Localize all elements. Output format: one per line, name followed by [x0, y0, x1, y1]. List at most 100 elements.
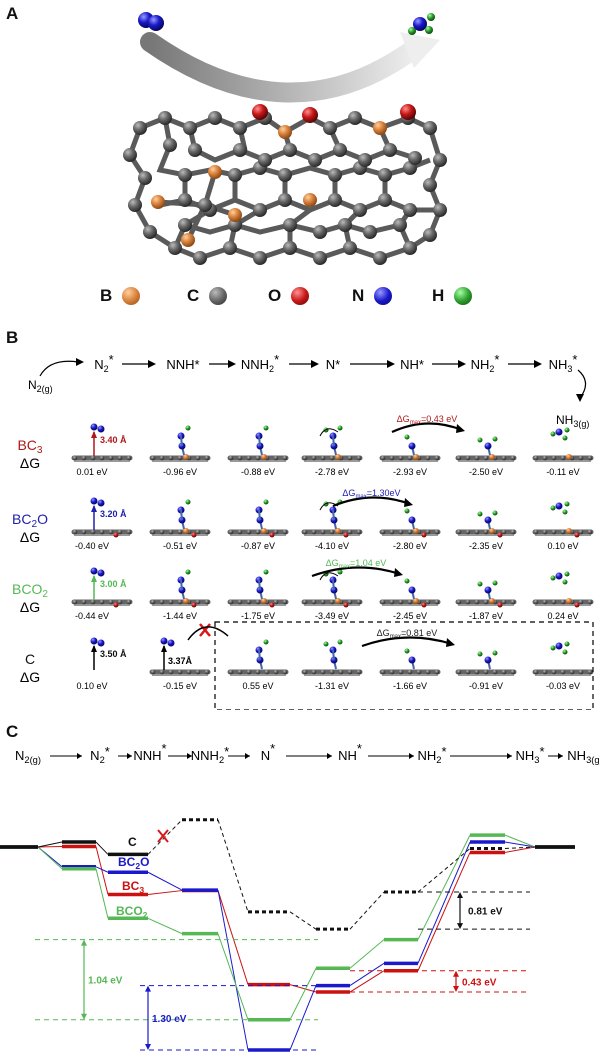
nitrogen-atom-icon	[374, 287, 393, 305]
energy-connector	[349, 891, 385, 930]
slab-structure	[301, 454, 363, 462]
slab-structure	[455, 669, 517, 676]
gap-label: 1.30 eV	[152, 1014, 187, 1025]
energy-connector	[95, 846, 109, 895]
delta-g-value: -1.66 eV	[393, 681, 427, 691]
delta-g-value: -0.91 eV	[469, 681, 503, 691]
slab-structure	[227, 454, 289, 462]
delta-g-value: -0.96 eV	[163, 467, 197, 477]
dgmax-label: ΔGmax=0.43 eV	[397, 414, 458, 426]
pathway-step: N2*	[94, 352, 113, 374]
pathway-step: NNH*	[166, 357, 199, 372]
adsorption-pathway-panel: N2(g) N2* NNH* NNH2* N* NH* NH2* NH3* NH…	[12, 352, 594, 710]
energy-connector	[95, 868, 109, 919]
series-label-bc3: BC3	[122, 879, 144, 895]
slab-structure	[455, 598, 517, 608]
panel-label-c: C	[6, 722, 19, 741]
pathway-step: NH3*	[549, 352, 578, 374]
nh3-molecule-icon	[408, 13, 435, 35]
energy-connector	[504, 846, 536, 849]
delta-g-label: ΔG	[20, 599, 40, 615]
pathway-step-label: N2*	[90, 744, 110, 765]
slab-structure	[532, 454, 594, 462]
delta-g-label: ΔG	[20, 529, 40, 545]
delta-g-value: 0.01 eV	[76, 467, 107, 477]
series-label-c: C	[128, 835, 137, 849]
legend-item-b: B	[100, 286, 141, 306]
adsorbate-molecule-icon	[404, 648, 416, 670]
slab-structure	[149, 598, 211, 608]
delta-g-value: -2.78 eV	[315, 467, 349, 477]
energy-connector	[289, 911, 317, 930]
energy-connector	[147, 890, 183, 896]
adsorbate-molecule-icon	[177, 425, 191, 456]
delta-g-value: -2.80 eV	[393, 541, 427, 551]
energy-connector	[217, 889, 249, 1051]
blocked-step-icon	[157, 829, 169, 843]
adsorbate-molecule-icon	[404, 578, 416, 600]
dissociation-arrow-icon	[319, 428, 339, 437]
pathway-step-label: NH3*	[515, 744, 544, 765]
delta-g-value: -0.40 eV	[75, 541, 109, 551]
pathway-step: NH*	[400, 357, 424, 372]
slab-structure	[532, 598, 594, 608]
legend-label: H	[432, 286, 445, 305]
slab-structure	[532, 669, 594, 676]
distance-label: 3.40 Å	[100, 435, 127, 445]
carbon-atom-icon	[209, 287, 228, 305]
slab-structure	[301, 598, 363, 608]
lattice-atoms	[123, 104, 447, 265]
panel-label-b: B	[6, 328, 19, 347]
legend-item-o: O	[268, 286, 310, 306]
energy-gap-annotations: 0.81 eV0.43 eV1.04 eV1.30 eV	[35, 891, 530, 1051]
delta-g-value: -3.49 eV	[315, 611, 349, 621]
legend-item-h: H	[432, 286, 473, 306]
delta-g-value: -0.11 eV	[546, 467, 579, 477]
delta-g-value: -1.31 eV	[315, 681, 349, 691]
legend-label: C	[187, 286, 200, 305]
pathway-start-label: N2(g)	[28, 378, 53, 394]
pathway-step-label: NH2*	[417, 744, 446, 765]
energy-connector	[417, 852, 471, 971]
delta-g-value: -2.35 eV	[469, 541, 503, 551]
adsorbate-molecule-icon	[477, 650, 498, 670]
delta-g-value: -1.87 eV	[469, 611, 503, 621]
delta-g-value: -1.75 eV	[241, 611, 275, 621]
slab-structure	[301, 528, 363, 538]
adsorbate-molecule-icon	[550, 427, 570, 441]
delta-g-value: -0.88 eV	[241, 467, 275, 477]
catalyst-label: C	[25, 651, 35, 667]
adsorbate-molecule-icon	[477, 510, 498, 530]
delta-g-value: -0.51 eV	[163, 541, 197, 551]
adsorbate-molecule-icon	[255, 639, 269, 670]
dissociation-arrow-icon	[319, 502, 339, 511]
c-row-dashed-box	[214, 621, 594, 710]
delta-g-value: 0.24 eV	[547, 611, 578, 621]
energy-connector	[504, 846, 536, 853]
gap-label: 0.43 eV	[462, 977, 497, 988]
dgmax-label: ΔGmax=1.30eV	[342, 488, 400, 500]
delta-g-value: -0.44 eV	[75, 611, 109, 621]
pathway-step-label: NH3(g)	[567, 748, 600, 765]
slab-structure	[149, 454, 211, 462]
slab-structure	[379, 454, 441, 462]
energy-connector	[217, 933, 249, 1020]
series-bc3	[0, 844, 575, 994]
energy-connector	[217, 890, 249, 985]
slab-structure	[149, 669, 211, 676]
distance-label: 3.00 Å	[100, 579, 127, 589]
legend-item-n: N	[352, 286, 393, 306]
pathway-step-label: N*	[261, 741, 275, 763]
transition-arrow-icon	[311, 566, 401, 578]
adsorbate-molecule-icon	[177, 499, 191, 530]
oxygen-atom-icon	[291, 287, 310, 305]
energy-connector	[417, 848, 471, 893]
slab-structure	[227, 669, 289, 676]
blocked-step-icon	[187, 623, 229, 641]
delta-g-value: -0.87 eV	[241, 541, 275, 551]
delta-g-value: -2.45 eV	[393, 611, 427, 621]
adsorbate-molecule-icon	[323, 425, 343, 456]
energy-connector	[289, 968, 317, 1020]
